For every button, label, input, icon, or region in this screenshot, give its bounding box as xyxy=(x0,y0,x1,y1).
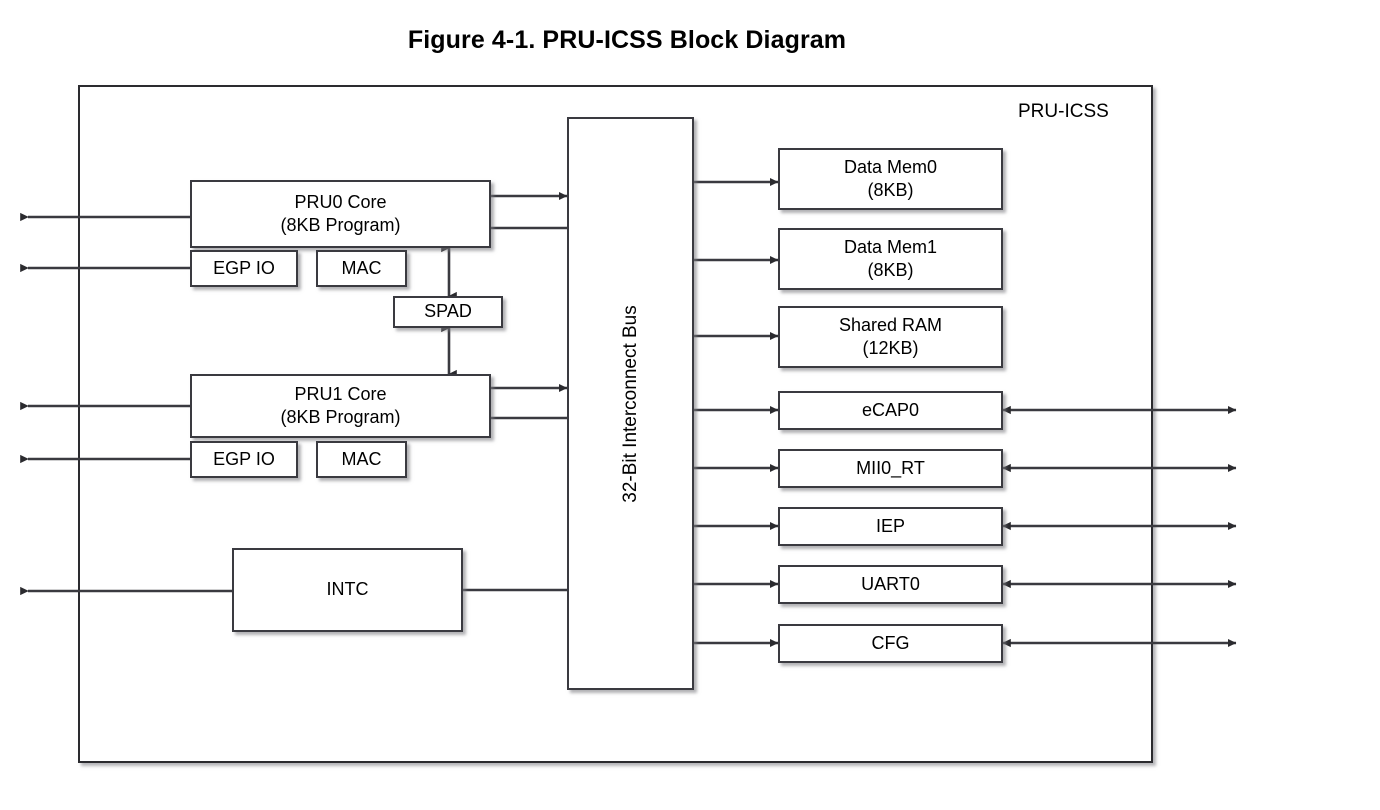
block-pru0-egpio[interactable]: EGP IO xyxy=(190,250,298,287)
block-pru1-egpio-label: EGP IO xyxy=(213,448,275,469)
figure-title: Figure 4-1. PRU-ICSS Block Diagram xyxy=(407,26,847,54)
block-pru0-mac-label: MAC xyxy=(341,257,382,278)
block-iep[interactable]: IEP xyxy=(778,507,1003,546)
block-cfg[interactable]: CFG xyxy=(778,624,1003,663)
block-uart0[interactable]: UART0 xyxy=(778,565,1003,604)
block-data-mem1[interactable]: Data Mem1 (8KB) xyxy=(778,228,1003,290)
block-pru0-core[interactable]: PRU0 Core (8KB Program) xyxy=(190,180,491,248)
block-pru1-egpio[interactable]: EGP IO xyxy=(190,441,298,478)
block-ecap0[interactable]: eCAP0 xyxy=(778,391,1003,430)
block-shared-ram-sublabel: (12KB) xyxy=(862,338,919,358)
block-cfg-label: CFG xyxy=(871,632,910,653)
block-interconnect-bus-label: 32-Bit Interconnect Bus xyxy=(619,304,641,503)
block-pru1-mac[interactable]: MAC xyxy=(316,441,407,478)
block-ecap0-label: eCAP0 xyxy=(861,399,920,420)
block-pru1-core[interactable]: PRU1 Core (8KB Program) xyxy=(190,374,491,438)
block-pru1-core-label: PRU1 Core xyxy=(294,383,387,404)
block-pru0-egpio-label: EGP IO xyxy=(213,257,275,278)
block-spad-label: SPAD xyxy=(424,301,472,322)
block-data-mem0-label: Data Mem0 xyxy=(843,156,938,177)
block-data-mem0[interactable]: Data Mem0 (8KB) xyxy=(778,148,1003,210)
block-pru0-mac[interactable]: MAC xyxy=(316,250,407,287)
block-pru0-core-sublabel: (8KB Program) xyxy=(280,215,401,235)
block-data-mem1-label: Data Mem1 xyxy=(843,236,938,257)
block-intc[interactable]: INTC xyxy=(232,548,463,632)
block-pru0-core-label: PRU0 Core xyxy=(294,191,387,212)
block-spad[interactable]: SPAD xyxy=(393,296,503,328)
block-shared-ram[interactable]: Shared RAM (12KB) xyxy=(778,306,1003,368)
pru-icss-boundary-label: PRU-ICSS xyxy=(1018,101,1109,122)
block-pru1-core-sublabel: (8KB Program) xyxy=(280,407,401,427)
block-uart0-label: UART0 xyxy=(861,573,920,594)
block-iep-label: IEP xyxy=(875,515,905,536)
block-interconnect-bus[interactable]: 32-Bit Interconnect Bus xyxy=(567,117,694,690)
block-data-mem0-sublabel: (8KB) xyxy=(867,180,914,200)
block-shared-ram-label: Shared RAM xyxy=(838,314,943,335)
block-data-mem1-sublabel: (8KB) xyxy=(867,260,914,280)
block-mii0-rt-label: MII0_RT xyxy=(856,457,925,478)
block-mii0-rt[interactable]: MII0_RT xyxy=(778,449,1003,488)
pru-icss-boundary xyxy=(78,85,1153,763)
block-pru1-mac-label: MAC xyxy=(341,448,382,469)
block-intc-label: INTC xyxy=(326,579,369,600)
